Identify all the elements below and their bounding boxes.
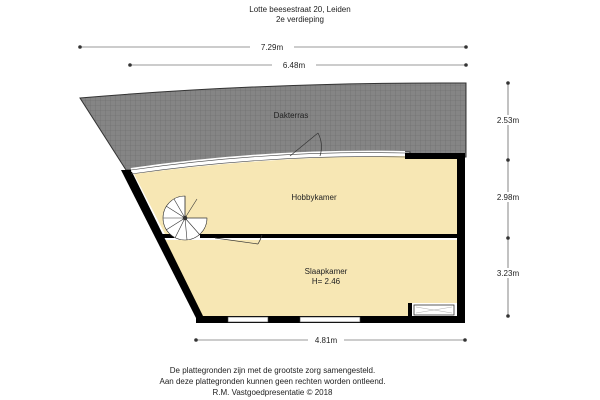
plan-floor-label: 2e verdieping	[275, 15, 325, 24]
disclaimer-line-1: De plattegronden zijn met de grootste zo…	[169, 366, 376, 375]
spiral-staircase	[162, 195, 208, 241]
bottom-windows	[227, 316, 361, 323]
dim-right-middle: 2.98m	[497, 193, 520, 202]
plan-title: Lotte beesestraat 20, Leiden	[249, 5, 351, 14]
hobby-room-label: Hobbykamer	[291, 193, 337, 202]
dim-top-inner: 6.48m	[283, 61, 306, 70]
dim-bottom: 4.81m	[315, 336, 338, 345]
hobby-room	[134, 156, 457, 234]
dim-right-bottom: 3.23m	[497, 269, 520, 278]
terrace-door	[289, 132, 322, 157]
bedroom-height-label: H= 2.46	[312, 277, 341, 286]
disclaimer-line-2: Aan deze plattegronden kunnen geen recht…	[159, 377, 386, 386]
dim-top-outer: 7.29m	[261, 43, 284, 52]
bedroom	[165, 240, 457, 316]
copyright: R.M. Vastgoedpresentatie © 2018	[212, 388, 333, 397]
bedroom-label: Slaapkamer	[305, 267, 348, 276]
terrace-label: Dakterras	[274, 111, 309, 120]
bedroom-door	[214, 234, 263, 245]
dim-right-top: 2.53m	[497, 116, 520, 125]
